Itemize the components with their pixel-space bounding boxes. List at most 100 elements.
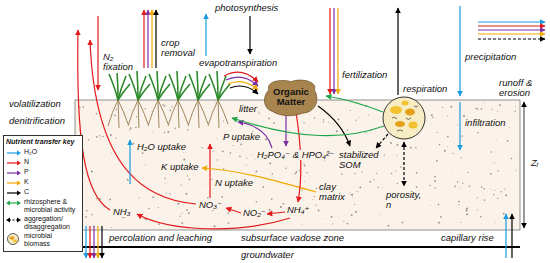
flux-arrows-part [155,10,156,68]
diagram-label: clay matrix [318,182,346,203]
soil-particle [396,155,397,156]
legend-text: aggregation/ disaggregation [24,215,78,231]
soil-particle [287,165,289,167]
soil-particle [188,212,190,214]
soil-particle [269,209,271,211]
soil-particle [148,208,150,210]
diagram-label: N uptake [214,178,254,188]
soil-particle [211,179,212,180]
flux-arrows-part [205,14,206,56]
soil-particle [451,106,453,108]
soil-particle [272,173,274,175]
soil-particle [189,179,190,180]
soil-particle [164,182,166,184]
soil-particle [96,198,97,199]
soil-particle [323,119,324,120]
soil-particle [299,170,300,171]
soil-particle [390,142,392,144]
flux-arrows-part [147,10,148,68]
soil-particle [376,173,377,174]
soil-particle [181,213,182,214]
soil-particle [468,172,469,173]
soil-particle [166,193,167,194]
soil-particle [416,186,418,188]
legend-text: N [24,158,78,166]
soil-particle [312,199,313,200]
flux-arrows-part [267,212,285,214]
soil-particle [341,174,343,176]
soil-particle [180,184,181,185]
soil-particle [463,116,464,117]
soil-particle [301,223,303,225]
soil-particle [303,163,304,164]
soil-particle [481,186,483,188]
soil-particle [285,167,286,168]
diagram-label: volatilization [8,99,62,109]
soil-particle [515,169,517,171]
soil-particle [447,116,448,117]
legend-line [7,192,18,193]
legend-arrowhead [17,201,21,206]
microbial-biomass-icon-part [390,106,402,114]
soil-particle [162,104,164,106]
soil-particle [217,159,218,160]
microbial-biomass-icon-part [392,106,418,131]
soil-particle [259,113,260,114]
diagram-label: fertilization [341,70,388,80]
soil-particle [347,223,349,225]
soil-particle [396,144,398,146]
legend-line [7,162,18,163]
soil-particle [508,127,510,129]
legend-arrowhead [17,181,21,186]
legend-arrowhead [17,151,21,156]
legend-line [7,152,18,153]
plant-root [218,100,219,128]
plant-blade [138,76,146,100]
crop-plants [108,71,230,128]
legend-arrowhead [17,171,21,176]
soil-particle [91,214,93,216]
soil-particle [447,136,448,137]
soil-particle [294,173,296,175]
flux-arrows-part [403,142,404,186]
soil-particle [436,160,438,162]
legend-row: H₂O [6,148,80,157]
soil-particle [444,150,446,152]
soil-particle [174,128,175,129]
flux-arrows-part [337,8,338,94]
soil-particle [167,181,169,183]
soil-particle [429,185,430,186]
plant-blade [158,84,170,100]
plant-root [168,100,178,126]
flux-arrows-part [478,33,545,34]
plant-blade [178,76,186,100]
soil-particle [241,148,243,150]
soil-particle [272,211,273,212]
soil-particle [99,135,100,136]
soil-particle [227,212,229,214]
soil-particle [338,118,340,120]
legend-biomass-icon [8,234,19,245]
flux-arrows-part [326,96,383,112]
flux-arrows-part [97,16,98,90]
legend-text: K [24,178,78,186]
diagram-label: capillary rise [440,233,495,243]
soil-particle [316,187,318,189]
flux-arrows-part [85,226,86,258]
soil-particle [400,166,402,168]
soil-particle [323,121,324,122]
diagram-label: evapotranspiration [198,58,278,68]
legend-sample [6,159,21,167]
flux-arrows-part [478,25,545,26]
soil-particle [92,118,94,120]
soil-particle [158,223,160,225]
soil-particle [505,194,507,196]
diagram-label: H₂O uptake [136,142,187,152]
microbial-biomass-icon [383,97,425,139]
legend-line [7,172,18,173]
plant-blade [158,76,166,100]
soil-particle [129,129,130,130]
diagram-label: subsurface vadose zone [240,233,345,243]
legend-sample [6,233,21,245]
